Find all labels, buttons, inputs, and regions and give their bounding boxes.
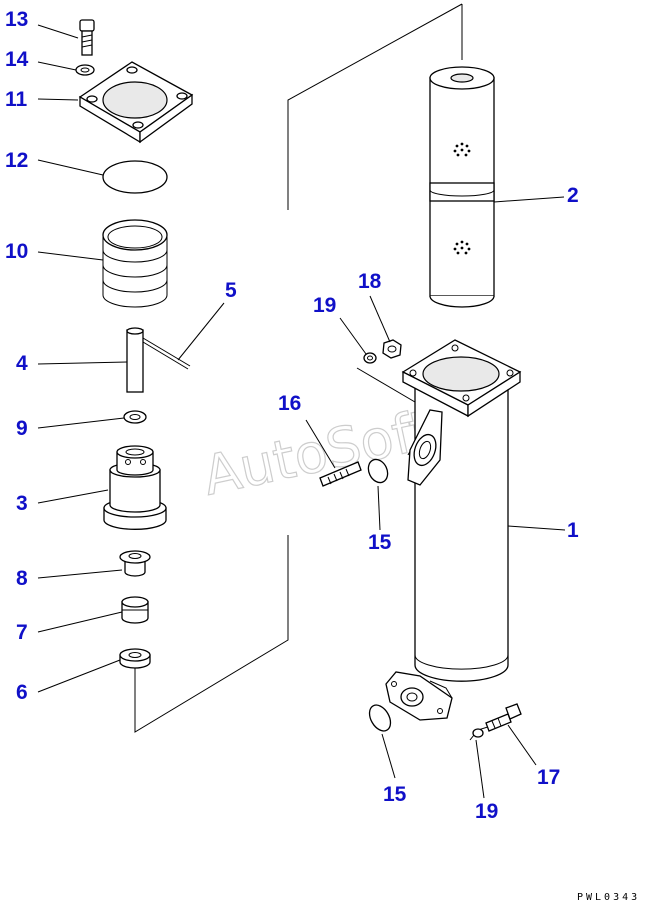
part-11-cover xyxy=(78,61,194,144)
callout-19-lower: 19 xyxy=(475,800,498,823)
part-4-shaft xyxy=(126,327,144,393)
callout-15-upper: 15 xyxy=(368,531,392,554)
callout-5: 5 xyxy=(225,279,237,302)
callout-3: 3 xyxy=(16,492,28,515)
callout-12: 12 xyxy=(5,149,28,172)
callout-10: 10 xyxy=(5,240,28,263)
leader-lines xyxy=(37,24,566,799)
part-12-o-ring xyxy=(102,160,168,194)
callout-19-upper: 19 xyxy=(313,294,336,317)
part-14-washer xyxy=(75,64,95,76)
callout-9: 9 xyxy=(16,417,28,440)
part-8-seat xyxy=(119,550,151,577)
callout-15-lower: 15 xyxy=(383,783,407,806)
part-6-ring xyxy=(119,648,151,669)
part-17-bolt xyxy=(485,703,522,732)
part-9-washer xyxy=(123,410,147,424)
callout-18: 18 xyxy=(358,270,382,293)
part-7-seal xyxy=(121,596,149,624)
callout-8: 8 xyxy=(16,567,28,590)
part-15-o-ring-upper xyxy=(367,458,389,484)
part-3-valve-body xyxy=(103,445,167,530)
callout-6: 6 xyxy=(16,681,28,704)
callout-13: 13 xyxy=(5,8,28,31)
part-2-filter-element xyxy=(429,66,495,308)
part-10-spring xyxy=(102,219,168,308)
filter-perforations xyxy=(453,142,471,255)
callout-labels: 13 14 11 12 10 5 4 9 3 8 7 6 2 18 19 16 … xyxy=(5,8,579,823)
callout-7: 7 xyxy=(16,621,28,644)
part-19-washer-upper xyxy=(363,352,377,364)
callout-14: 14 xyxy=(5,48,29,71)
callout-17: 17 xyxy=(537,766,560,789)
part-19-washer-lower xyxy=(472,728,484,738)
callout-2: 2 xyxy=(567,184,579,207)
callout-4: 4 xyxy=(16,352,28,375)
part-15-o-ring-lower xyxy=(368,704,392,732)
part-18-nut xyxy=(382,339,402,359)
callout-11: 11 xyxy=(5,88,28,111)
drawing-code: PWL0343 xyxy=(577,892,640,903)
part-13-bolt xyxy=(79,19,95,56)
part-16-stud xyxy=(319,461,362,487)
part-1-filter-case xyxy=(385,339,522,721)
part-5-pin xyxy=(142,337,191,370)
watermark: AutoSoft xyxy=(198,398,438,508)
callout-1: 1 xyxy=(567,519,579,542)
callout-16: 16 xyxy=(278,392,301,415)
